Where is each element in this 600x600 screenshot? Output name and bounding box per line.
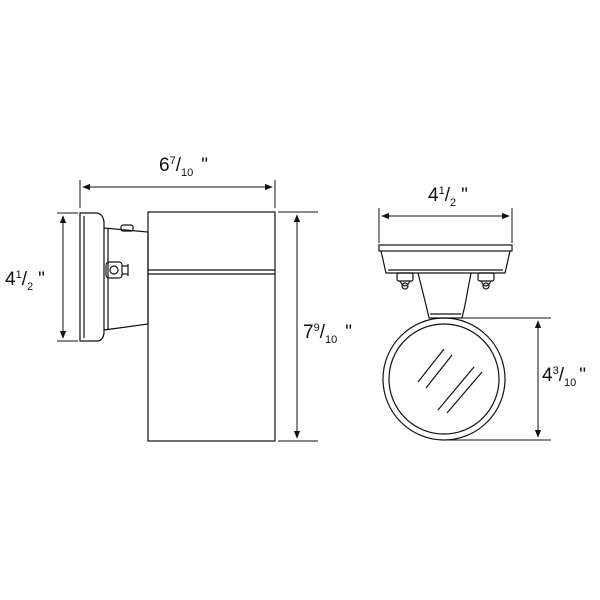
dim-body-height: 79/10": [303, 322, 352, 346]
mounting-box: [103, 227, 149, 331]
dimension-lines: [57, 180, 551, 442]
front-view: [378, 244, 513, 441]
lamp-body: [147, 211, 276, 442]
dim-side-height: 41/2": [5, 269, 45, 293]
mounting-arm: [417, 272, 472, 319]
side-view: [79, 211, 276, 442]
front-screws: [396, 272, 495, 290]
dim-side-width: 67/10": [159, 155, 208, 179]
wall-plate: [79, 212, 105, 342]
canopy-plate: [378, 244, 513, 252]
dim-lens-diameter: 43/10": [542, 365, 586, 389]
screw-head: [120, 224, 134, 232]
lens-inner-ring: [388, 323, 500, 435]
mounting-bolt: [105, 261, 129, 279]
dim-front-width: 41/2": [428, 185, 468, 209]
lens-outer-ring: [382, 317, 506, 441]
